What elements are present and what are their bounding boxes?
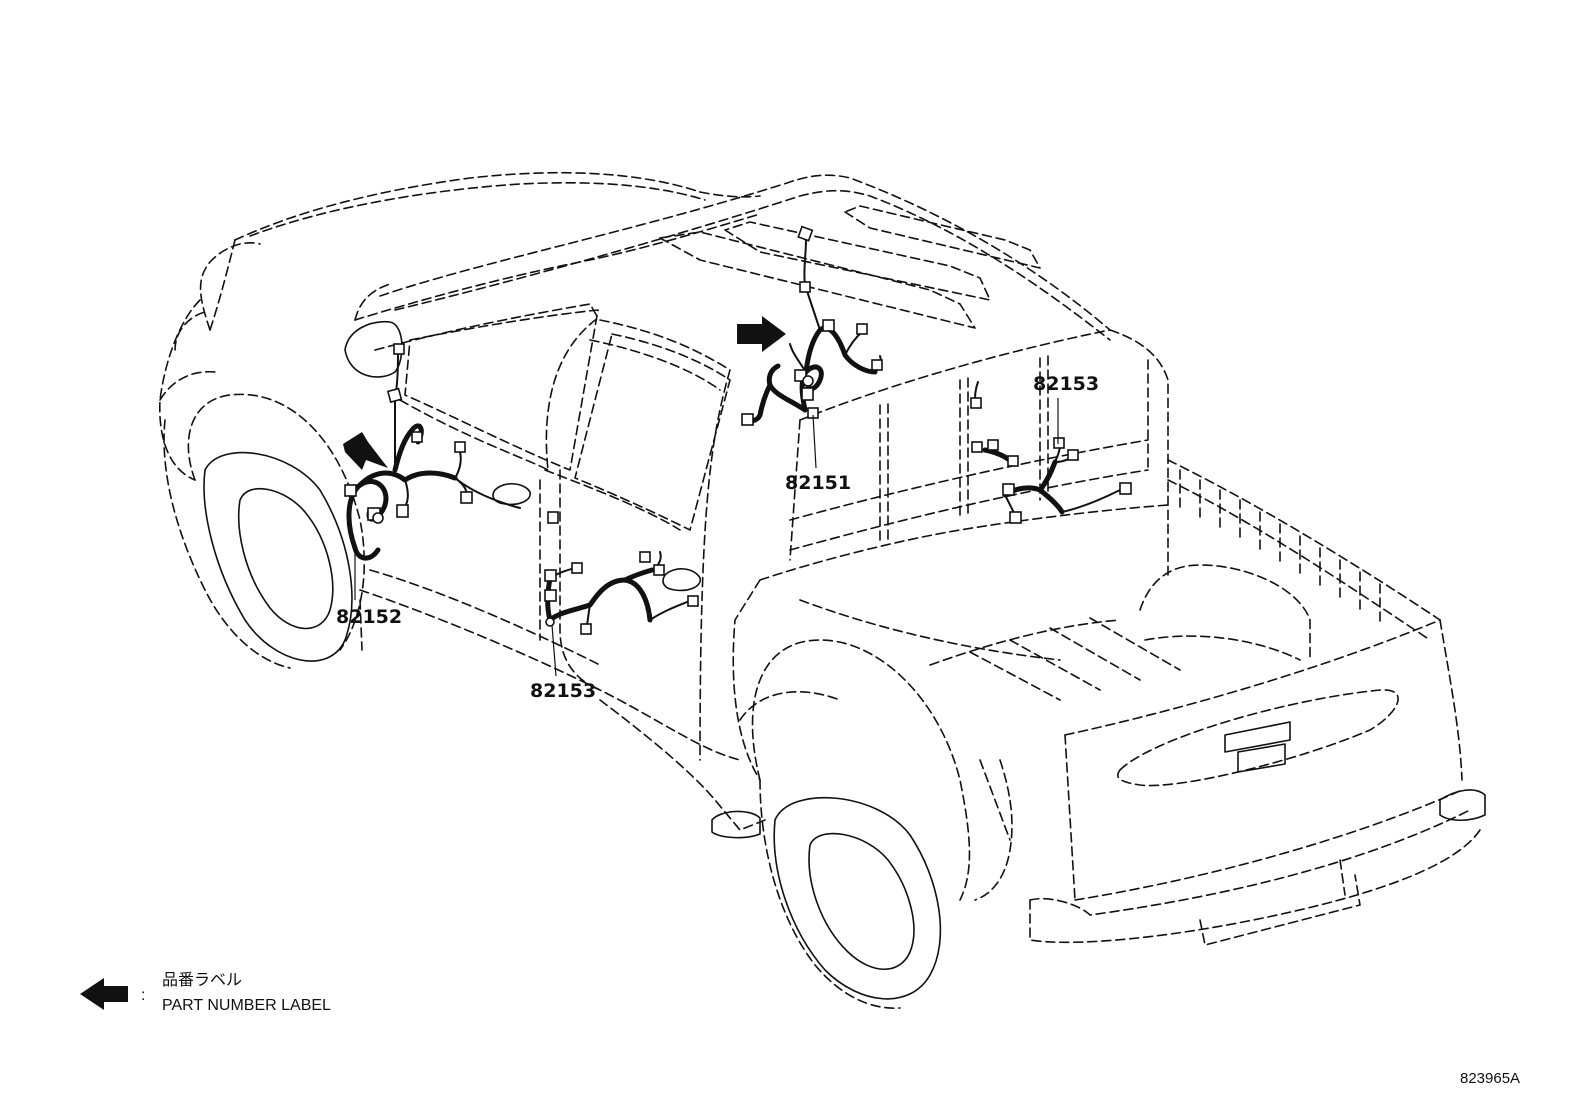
vehicle-outline: [159, 171, 1486, 1009]
part-number-label-arrow-roof: [737, 316, 786, 352]
harness-82153-rear-door: [544, 511, 699, 635]
part-number-label-arrow-front: [343, 432, 388, 470]
legend-label-en: PART NUMBER LABEL: [162, 997, 331, 1014]
part-label-82151: 82151: [785, 472, 851, 494]
legend-label-jp: 品番ラベル: [162, 971, 242, 989]
leader-lines: [354, 398, 1059, 677]
harness-82153-rear-cab: [970, 381, 1132, 524]
part-label-82153-rear-door: 82153: [530, 680, 596, 702]
harness-82151-roof: [741, 225, 883, 426]
legend: : 品番ラベル PART NUMBER LABEL: [80, 971, 331, 1014]
part-number-label-arrows: [343, 316, 786, 470]
figure-reference: 823965A: [1460, 1070, 1520, 1087]
part-label-82152: 82152: [336, 606, 402, 628]
harness-82152: [344, 343, 521, 561]
part-labels: 82151 82152 82153 82153: [336, 373, 1099, 702]
left-arrow-icon: [80, 978, 128, 1010]
part-label-82153-rear-cab: 82153: [1033, 373, 1099, 395]
legend-separator: :: [141, 987, 145, 1004]
